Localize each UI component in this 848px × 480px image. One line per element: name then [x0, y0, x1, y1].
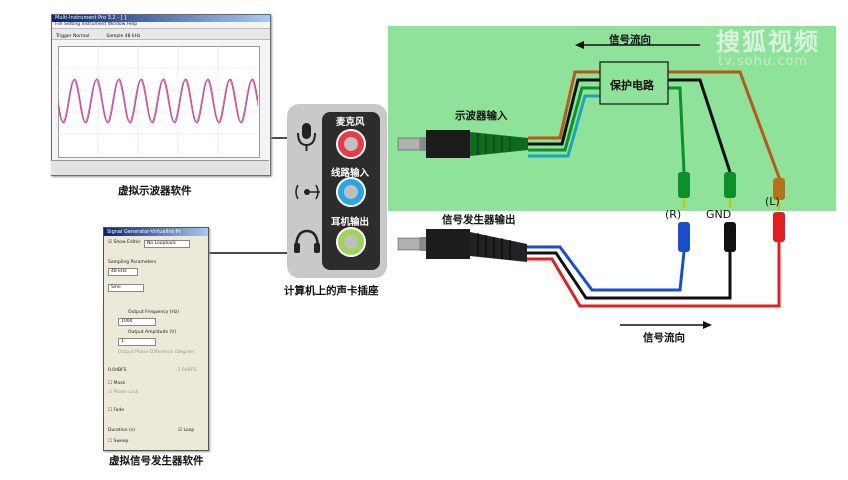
oscilloscope-toolbar: Trigger Normal Sample 48 kHz [52, 28, 270, 40]
clip-R-green [678, 172, 690, 198]
fade-checkbox[interactable]: ☐ [108, 408, 114, 413]
wire-top-green [528, 86, 600, 152]
waveform-select[interactable]: Sine [108, 284, 144, 292]
virtual-generator-caption: 虚拟信号发生器软件 [109, 455, 204, 467]
oscilloscope-statusbar [51, 160, 269, 175]
clip-R-label: (R) [665, 208, 682, 221]
sampling-rate-value: 48 kHz [111, 269, 127, 274]
protection-circuit-box [599, 61, 669, 105]
clips-top [678, 172, 785, 210]
clips-bottom [678, 212, 785, 252]
db-right-label: -2.0dBFS [176, 368, 197, 373]
frequency-input[interactable]: 1000 [118, 318, 156, 326]
oscilloscope-window-title: Multi-Instrument Pro 3.2 - [ ] [52, 15, 270, 22]
show-editor-checkbox[interactable]: ☑ [108, 240, 114, 245]
signal-generator-title: Signal Generator-VirtualIns Pr [104, 228, 208, 236]
loopback-select[interactable]: No Loopback [144, 240, 190, 248]
loopback-value: No Loopback [147, 241, 177, 246]
headphone-jack-label: 耳机输出 [331, 217, 370, 228]
waveform-channel-a [58, 78, 258, 124]
clip-gnd-label: GND [706, 208, 732, 221]
clip-gnd-black [724, 222, 736, 252]
phase-lock-checkbox[interactable]: ☑ [108, 390, 114, 395]
clip-R-blue [678, 222, 690, 252]
oscilloscope-menu[interactable]: File Setting Instrument Window Help [55, 22, 138, 27]
clip-L-brown [773, 178, 785, 200]
sample-setting[interactable]: Sample 48 kHz [106, 34, 141, 39]
clip-L-red [773, 212, 785, 242]
signal-generator-window: Signal Generator-VirtualIns Pr ☑ Show Ed… [103, 227, 209, 451]
wire-bottom-red [527, 242, 781, 308]
amplitude-input[interactable]: 1 [118, 338, 156, 346]
mask-label: Mask [113, 381, 126, 386]
waveform-channel-b [58, 79, 258, 123]
virtual-oscilloscope-caption: 虚拟示波器软件 [118, 185, 192, 197]
wire-top-brown [528, 70, 600, 140]
arrow-bottom-head [703, 321, 712, 329]
signal-direction-top-label: 信号流向 [609, 34, 651, 46]
phase-lock-label: Phase Lock [113, 390, 139, 395]
soundcard-icons [294, 123, 320, 253]
mic-jack-label: 麦克风 [336, 117, 365, 128]
frequency-value: 1000 [121, 319, 133, 324]
watermark-logo: 搜狐视频 [716, 28, 820, 56]
soundcard-jacks [336, 129, 366, 257]
soundcard-caption: 计算机上的声卡插座 [284, 285, 379, 297]
signal-direction-bottom-label: 信号流向 [643, 332, 685, 344]
oscilloscope-waveform [58, 46, 258, 156]
phase-label: Output Phase Difference (Degree) [118, 350, 195, 355]
wire-green-to-R [668, 86, 686, 173]
clip-L-label: (L) [765, 195, 780, 208]
output-frequency-label: Output Frequency (Hz) [128, 310, 179, 315]
wire-brown-to-L [668, 70, 782, 181]
oscilloscope-path-panel [388, 26, 836, 211]
microphone-icon [297, 123, 316, 151]
db-left-label: 0.0dBFS [108, 368, 127, 373]
wire-bottom-blue [527, 245, 686, 292]
sampling-parameters-label: Sampling Parameters [108, 260, 157, 265]
wire-top-cyan [528, 94, 600, 158]
sweep-label: Sweep [113, 439, 129, 444]
oscilloscope-input-label: 示波器输入 [455, 110, 508, 122]
output-amplitude-label: Output Amplitude (V) [128, 330, 177, 335]
sweep-checkbox[interactable]: ☐ [108, 439, 114, 444]
line-in-icon [295, 184, 320, 200]
wire-top-black [528, 78, 600, 146]
waveform-value: Sine [111, 285, 121, 290]
amplitude-value: 1 [121, 339, 124, 344]
protection-circuit-label: 保护电路 [610, 79, 654, 92]
wire-black-to-gnd [668, 78, 732, 173]
clip-gnd-green [724, 172, 736, 198]
line-in-jack-label: 线路输入 [331, 168, 370, 179]
fade-label: Fade [113, 408, 125, 413]
duration-label: Duration (s) [108, 428, 135, 433]
watermark-domain: tv.sohu.com [718, 54, 809, 69]
sampling-rate-select[interactable]: 48 kHz [108, 268, 138, 276]
plug-bottom [397, 229, 527, 262]
mask-checkbox[interactable]: ☐ [108, 381, 114, 386]
arrow-top-head [575, 41, 584, 49]
trigger-setting[interactable]: Trigger Normal [56, 34, 90, 39]
show-editor-label: Show Editor [113, 240, 141, 245]
loop-checkbox[interactable]: ☑ [178, 428, 184, 433]
loop-label: Loop [183, 428, 195, 433]
wire-bottom-black [527, 251, 732, 300]
plug-top [397, 130, 528, 158]
generator-output-label: 信号发生器输出 [442, 214, 516, 226]
headphone-icon [294, 229, 320, 253]
